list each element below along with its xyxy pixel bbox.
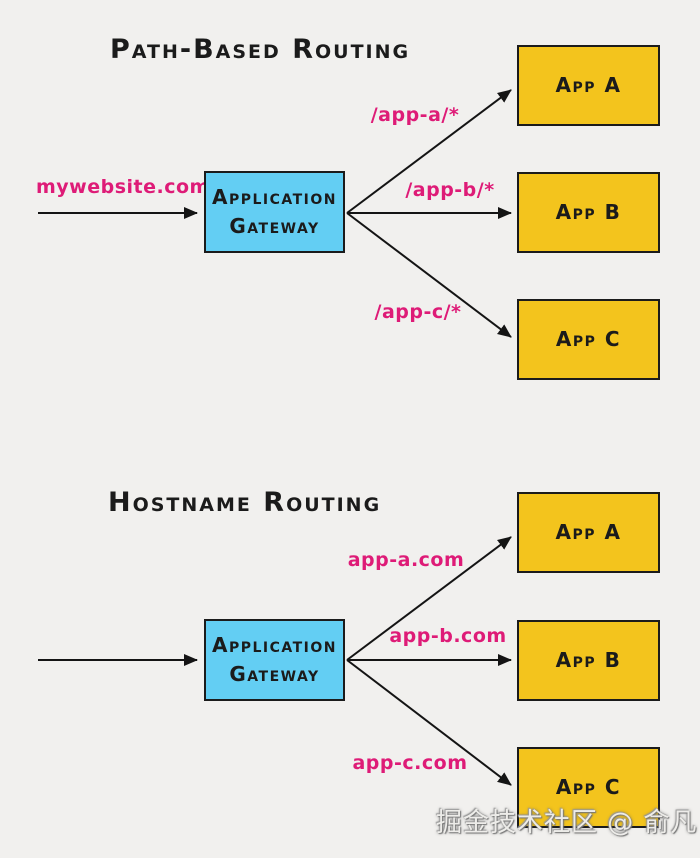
route-label-top-app-b: /app-b/* [405, 179, 495, 201]
route-label-bottom-app-a: app-a.com [347, 549, 465, 571]
app-c-box-bottom: App C [517, 747, 660, 828]
app-c-label-top: App C [555, 327, 622, 351]
app-a-label-bottom: App A [555, 520, 622, 544]
section-title-path-based: Path-Based Routing [110, 34, 411, 65]
route-arrow-bottom-app-c [346, 659, 512, 786]
watermark-text: 掘金技术社区 @ 俞凡 [436, 808, 698, 838]
application-gateway-box-top: Application Gateway [204, 171, 345, 253]
app-a-label-top: App A [555, 73, 622, 97]
route-label-bottom-app-c: app-c.com [352, 752, 468, 774]
application-gateway-box-bottom: Application Gateway [204, 619, 345, 701]
app-b-box-top: App B [517, 172, 660, 253]
app-c-box-top: App C [517, 299, 660, 380]
incoming-label-mywebsite: mywebsite.com [36, 176, 210, 198]
gateway-label-line1: Application [211, 633, 338, 657]
app-b-label-top: App B [555, 200, 622, 224]
route-arrow-bottom-app-a [346, 536, 512, 661]
route-label-bottom-app-b: app-b.com [389, 625, 507, 647]
app-b-box-bottom: App B [517, 620, 660, 701]
gateway-label-line1: Application [211, 185, 338, 209]
app-c-label-bottom: App C [555, 775, 622, 799]
app-b-label-bottom: App B [555, 648, 622, 672]
section-title-hostname: Hostname Routing [108, 487, 382, 518]
gateway-label-line2: Gateway [229, 662, 320, 686]
gateway-label-line2: Gateway [229, 214, 320, 238]
app-a-box-bottom: App A [517, 492, 660, 573]
route-label-top-app-c: /app-c/* [374, 301, 462, 323]
route-arrow-top-app-a [346, 89, 512, 214]
app-a-box-top: App A [517, 45, 660, 126]
route-arrow-top-app-c [346, 212, 512, 338]
route-label-top-app-a: /app-a/* [370, 104, 460, 126]
